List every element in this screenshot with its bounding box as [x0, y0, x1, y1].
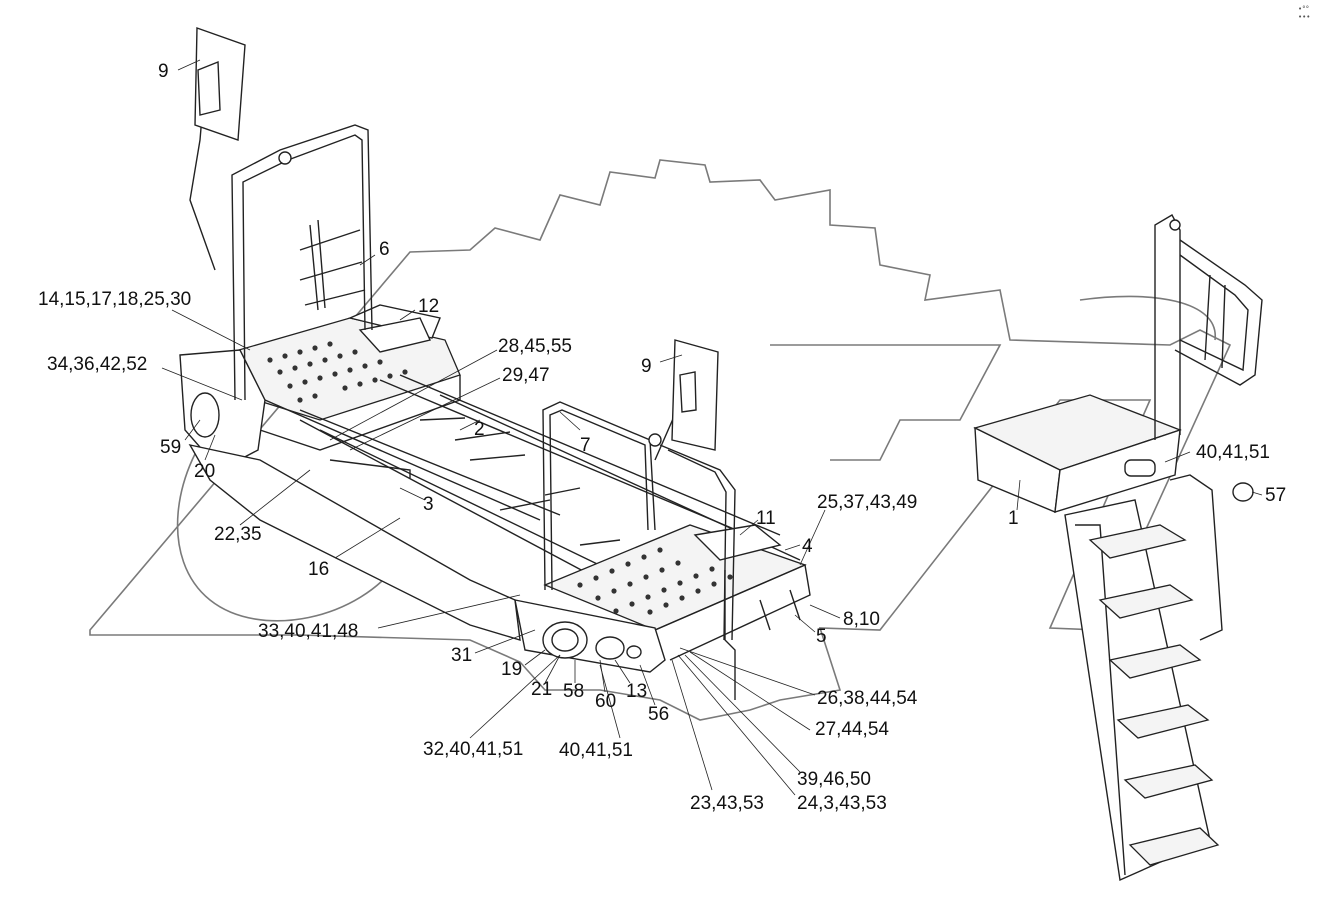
callout-11: 11: [756, 508, 776, 529]
callout-59: 59: [160, 437, 182, 458]
callout-13: 13: [626, 681, 648, 702]
callout-31: 31: [451, 645, 473, 666]
leader-lines: [161, 59, 1263, 796]
callout-9-right: 9: [641, 356, 652, 377]
watermark-logo: [89, 159, 1232, 721]
callout-27: 27,44,54: [815, 719, 889, 740]
callout-57: 57: [1265, 485, 1287, 506]
callout-3: 3: [423, 494, 434, 515]
callout-7: 7: [580, 435, 591, 456]
callout-4: 4: [802, 536, 813, 557]
corner-mark: •°° •••: [1298, 5, 1311, 21]
callout-32: 32,40,41,51: [423, 739, 524, 760]
callout-60: 60: [595, 691, 617, 712]
callout-12: 12: [418, 296, 440, 317]
step-module: [973, 214, 1263, 882]
ladder-steps: [1088, 524, 1220, 866]
callout-14: 14,15,17,18,25,30: [38, 289, 192, 310]
right-platform: [514, 524, 811, 700]
callout-22: 22,35: [214, 524, 262, 545]
callout-19: 19: [501, 659, 523, 680]
left-handrail: [189, 27, 373, 401]
callout-29: 29,47: [502, 365, 550, 386]
callout-40-step: 40,41,51: [1196, 442, 1270, 463]
callout-16: 16: [308, 559, 330, 580]
callout-23: 23,43,53: [690, 793, 764, 814]
callout-2: 2: [474, 419, 485, 440]
left-platform: [179, 304, 461, 471]
callout-24: 24,3,43,53: [797, 793, 887, 814]
callout-25: 25,37,43,49: [817, 492, 918, 513]
callout-26: 26,38,44,54: [817, 688, 918, 709]
callout-39: 39,46,50: [797, 769, 871, 790]
callout-28: 28,45,55: [498, 336, 572, 357]
callout-34: 34,36,42,52: [47, 354, 148, 375]
callout-56: 56: [648, 704, 670, 725]
right-handrail: [542, 339, 736, 641]
callout-40-front: 40,41,51: [559, 740, 633, 761]
callout-6: 6: [379, 239, 390, 260]
callout-33: 33,40,41,48: [258, 621, 359, 642]
callout-8: 8,10: [843, 609, 880, 630]
callout-20: 20: [194, 461, 216, 482]
chassis-frame: [188, 374, 801, 641]
callout-5: 5: [816, 626, 827, 647]
callout-21: 21: [531, 679, 553, 700]
callout-58: 58: [563, 681, 585, 702]
callout-9-left: 9: [158, 61, 169, 82]
callout-1: 1: [1008, 508, 1019, 529]
